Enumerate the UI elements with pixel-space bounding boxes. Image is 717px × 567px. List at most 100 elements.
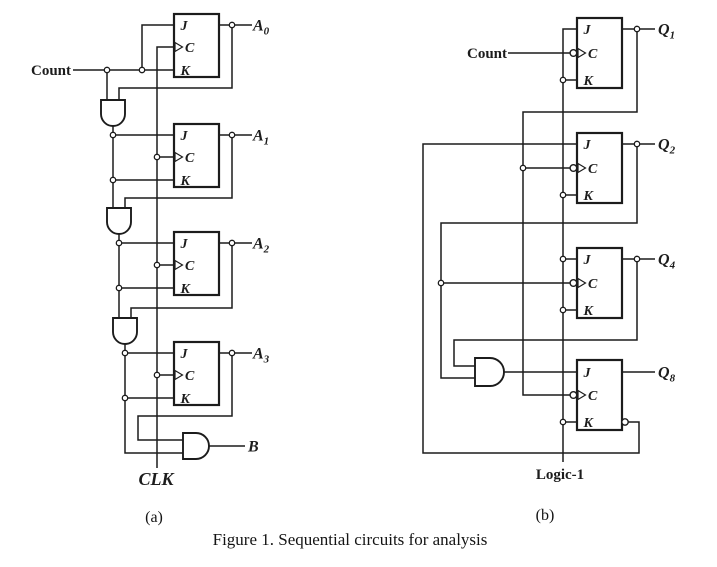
junction-node xyxy=(121,394,129,402)
junction-node xyxy=(559,76,567,84)
pin-label-a-ff2-C: C xyxy=(185,259,195,274)
signal-label-q8: Q8 xyxy=(658,364,676,384)
junction-node xyxy=(228,349,236,357)
junction-node xyxy=(559,418,567,426)
junction-node xyxy=(228,21,236,29)
wire-a-a1-feedback xyxy=(124,135,233,208)
and-gate-a-and2 xyxy=(106,207,132,235)
clock-edge-triangle-a-ff1 xyxy=(174,151,184,163)
junction-node xyxy=(103,66,111,74)
pin-label-b-ff1-K: K xyxy=(583,189,595,204)
junction-node xyxy=(633,255,641,263)
pin-label-a-ff3-J: J xyxy=(180,347,189,362)
clock-bubble-b-ff2 xyxy=(569,279,578,288)
pin-label-b-ff2-K: K xyxy=(583,304,595,319)
signal-label-q2: Q2 xyxy=(658,136,676,156)
clock-edge-triangle-a-ff0 xyxy=(174,41,184,53)
pin-label-b-ff3-K: K xyxy=(583,416,595,431)
pin-label-a-ff1-J: J xyxy=(180,129,189,144)
wire-a-j1-tie xyxy=(141,24,174,70)
wire-b-q1-clockline xyxy=(522,29,638,396)
pin-label-b-ff0-C: C xyxy=(588,47,598,62)
clock-bubble-b-ff1 xyxy=(569,163,578,172)
pin-label-a-ff0-J: J xyxy=(180,19,189,34)
pin-label-b-ff2-J: J xyxy=(583,253,592,268)
pin-label-a-ff2-K: K xyxy=(180,282,192,297)
clock-bubble-b-ff3 xyxy=(569,391,578,400)
pin-label-a-ff0-K: K xyxy=(180,64,192,79)
pin-label-b-ff3-C: C xyxy=(588,389,598,404)
pin-label-b-ff2-C: C xyxy=(588,277,598,292)
wire-a-a3-feedback xyxy=(137,353,233,441)
wire-a-a2-feedback xyxy=(130,243,233,318)
subfigure-label-a: (a) xyxy=(145,509,163,526)
junction-node xyxy=(115,284,123,292)
pin-label-a-ff1-K: K xyxy=(180,174,192,189)
flipflop-b-ff2 xyxy=(575,246,624,320)
junction-node xyxy=(559,255,567,263)
junction-node xyxy=(138,66,146,74)
clock-edge-triangle-b-ff1 xyxy=(577,162,587,174)
signal-label-q1: Q1 xyxy=(658,21,675,41)
pin-label-a-ff0-C: C xyxy=(185,41,195,56)
junction-node xyxy=(109,131,117,139)
junction-node xyxy=(559,306,567,314)
pin-label-b-ff1-C: C xyxy=(588,162,598,177)
wire-a-a0-feedback xyxy=(118,25,233,100)
pin-label-a-ff3-C: C xyxy=(185,369,195,384)
signal-label-a3: A3 xyxy=(252,345,270,365)
figure-caption: Figure 1. Sequential circuits for analys… xyxy=(212,530,488,549)
clock-edge-triangle-a-ff3 xyxy=(174,369,184,381)
pin-label-a-ff3-K: K xyxy=(180,392,192,407)
subfigure-label-b: (b) xyxy=(535,507,555,524)
signal-label-count: Count xyxy=(31,63,71,79)
wire-b-q4-feedback xyxy=(453,259,638,367)
wire-b-q8bar-feedback xyxy=(422,143,640,454)
clock-edge-triangle-b-ff2 xyxy=(577,277,587,289)
pin-label-a-ff2-J: J xyxy=(180,237,189,252)
junction-node xyxy=(115,239,123,247)
signal-label-a2: A2 xyxy=(252,235,270,255)
pin-label-b-ff0-J: J xyxy=(583,23,592,38)
flipflop-a-ff2 xyxy=(172,230,221,297)
pin-label-a-ff1-C: C xyxy=(185,151,195,166)
junction-node xyxy=(519,164,527,172)
junction-node xyxy=(153,371,161,379)
and-gate-a-and-b xyxy=(182,432,210,460)
clock-edge-triangle-b-ff0 xyxy=(577,47,587,59)
junction-node xyxy=(109,176,117,184)
and-gate-a-and3 xyxy=(112,317,138,345)
signal-label-clk: CLK xyxy=(138,469,175,489)
pin-label-b-ff0-K: K xyxy=(583,74,595,89)
junction-node xyxy=(633,25,641,33)
signal-label-b: B xyxy=(247,438,259,455)
pin-label-b-ff3-J: J xyxy=(583,366,592,381)
complement-output-bubble xyxy=(621,418,629,426)
junction-node xyxy=(437,279,445,287)
clock-edge-triangle-b-ff3 xyxy=(577,389,587,401)
wire-a-clk-line xyxy=(156,46,174,468)
junction-node xyxy=(633,140,641,148)
signal-label-count: Count xyxy=(467,46,507,62)
and-gate-b-and xyxy=(474,357,505,387)
and-gate-a-and1 xyxy=(100,99,126,127)
wire-b-logic1-line xyxy=(562,28,577,462)
junction-node xyxy=(559,191,567,199)
junction-node xyxy=(153,153,161,161)
signal-label-a1: A1 xyxy=(252,127,269,147)
clock-bubble-b-ff0 xyxy=(569,49,578,58)
junction-node xyxy=(153,261,161,269)
signal-label-logic-1: Logic-1 xyxy=(536,467,584,483)
flipflop-a-ff3 xyxy=(172,340,221,407)
junction-node xyxy=(228,239,236,247)
wire-a-and3-out xyxy=(124,344,183,454)
junction-node xyxy=(121,349,129,357)
junction-node xyxy=(228,131,236,139)
signal-label-a0: A0 xyxy=(252,17,270,37)
flipflop-a-ff0 xyxy=(172,12,221,79)
pin-label-b-ff1-J: J xyxy=(583,138,592,153)
clock-edge-triangle-a-ff2 xyxy=(174,259,184,271)
signal-label-q4: Q4 xyxy=(658,251,676,271)
